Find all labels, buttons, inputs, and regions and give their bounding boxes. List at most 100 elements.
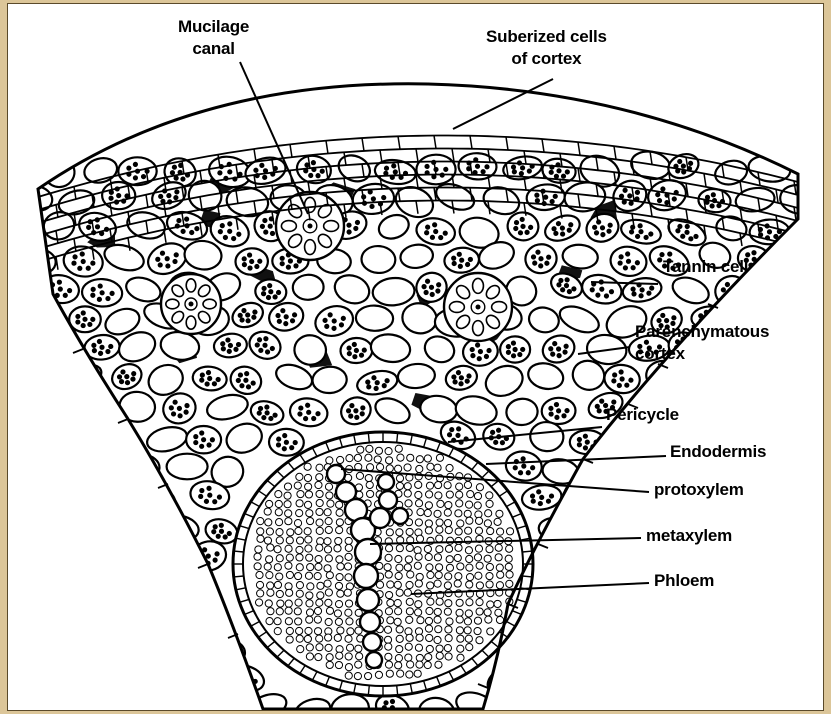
phloem-cell <box>397 670 404 677</box>
phloem-cell <box>487 628 494 635</box>
phloem-cell <box>435 564 442 571</box>
phloem-cell <box>394 618 401 625</box>
phloem-cell <box>257 528 264 535</box>
phloem-cell <box>335 537 342 544</box>
phloem-cell <box>474 492 481 499</box>
suberized-cell-wall <box>776 189 778 202</box>
phloem-cell <box>274 618 281 625</box>
phloem-cell <box>255 546 262 553</box>
phloem-cell <box>285 607 292 614</box>
parenchyma-cell <box>732 668 767 696</box>
phloem-cell <box>267 608 274 615</box>
phloem-cell <box>427 582 434 589</box>
phloem-cell <box>404 483 411 490</box>
suberized-cell-wall <box>434 136 436 149</box>
phloem-cell <box>385 591 392 598</box>
parenchyma-cell <box>621 275 664 305</box>
phloem-cell <box>396 545 403 552</box>
phloem-cell <box>286 589 293 596</box>
phloem-cell <box>275 491 282 498</box>
phloem-cell <box>436 598 443 605</box>
parenchyma-cell <box>709 694 745 711</box>
phloem-cell <box>407 571 414 578</box>
phloem-cell <box>476 582 483 589</box>
phloem-cell <box>476 562 483 569</box>
phloem-cell <box>415 553 422 560</box>
phloem-cell <box>345 553 352 560</box>
phloem-cell <box>417 617 424 624</box>
parenchyma-cell <box>506 211 540 242</box>
phloem-cell <box>405 556 412 563</box>
phloem-cell <box>304 528 311 535</box>
phloem-cell <box>316 635 323 642</box>
suberized-cell-wall <box>614 146 616 159</box>
phloem-cell <box>285 545 292 552</box>
phloem-cell <box>464 627 471 634</box>
phloem-cell <box>466 564 473 571</box>
parenchyma-cell <box>102 662 140 696</box>
hair-projection <box>118 419 128 423</box>
phloem-cell <box>256 571 263 578</box>
parenchyma-cell <box>732 598 779 634</box>
phloem-cell <box>415 491 422 498</box>
suberized-cell-wall <box>38 249 40 262</box>
phloem-cell <box>316 519 323 526</box>
phloem-cell <box>296 590 303 597</box>
phloem-cell <box>464 510 471 517</box>
phloem-cell <box>466 517 473 524</box>
parenchyma-cell <box>103 544 147 574</box>
phloem-cell <box>435 492 442 499</box>
phloem-cell <box>387 617 394 624</box>
phloem-cell <box>316 474 323 481</box>
phloem-cell <box>495 554 502 561</box>
phloem-cell <box>426 564 433 571</box>
endodermis-cell-wall <box>397 685 398 695</box>
phloem-cell <box>437 500 444 507</box>
parenchyma-cell <box>755 633 794 669</box>
endodermis-cell-wall <box>234 576 244 577</box>
label-pericycle: Pericycle <box>606 404 679 426</box>
phloem-cell <box>354 672 361 679</box>
phloem-cell <box>335 618 342 625</box>
suberized-cell-wall <box>578 142 580 155</box>
parenchyma-cell <box>165 692 201 711</box>
phloem-cell <box>315 563 322 570</box>
phloem-cell <box>385 661 392 668</box>
parenchyma-cell <box>188 666 228 698</box>
parenchyma-cell <box>235 248 268 276</box>
phloem-cell <box>506 580 513 587</box>
parenchyma-cell <box>123 273 163 305</box>
parenchyma-cell <box>728 543 772 572</box>
parenchyma-cell <box>414 215 457 247</box>
phloem-cell <box>306 554 313 561</box>
phloem-cell <box>385 608 392 615</box>
mucilage-canal <box>444 273 512 341</box>
phloem-cell <box>285 618 292 625</box>
parenchyma-cell <box>40 273 81 306</box>
phloem-cell <box>457 520 464 527</box>
phloem-cell <box>316 527 323 534</box>
label-suberized-cells: Suberized cells of cortex <box>486 26 607 70</box>
xylem-vessel <box>357 589 379 611</box>
phloem-cell <box>337 590 344 597</box>
parenchyma-cell <box>51 481 99 521</box>
suberized-cell-wall <box>146 195 148 208</box>
phloem-cell <box>285 518 292 525</box>
parenchyma-cell <box>312 366 348 395</box>
xylem-vessel <box>327 465 345 483</box>
parenchyma-cell <box>562 243 599 270</box>
mucilage-canal <box>276 192 344 260</box>
phloem-cell <box>385 545 392 552</box>
parenchyma-cell <box>78 632 127 673</box>
phloem-cell <box>506 528 513 535</box>
phloem-cell <box>276 608 283 615</box>
parenchyma-cell <box>541 397 576 424</box>
parenchyma-cell <box>540 629 580 663</box>
parenchyma-cell <box>61 665 97 698</box>
phloem-cell <box>345 574 352 581</box>
phloem-cell <box>475 517 482 524</box>
phloem-cell <box>314 628 321 635</box>
label-mucilage-canal: Mucilage canal <box>178 16 249 60</box>
phloem-cell <box>506 571 513 578</box>
parenchyma-cell <box>779 364 818 398</box>
